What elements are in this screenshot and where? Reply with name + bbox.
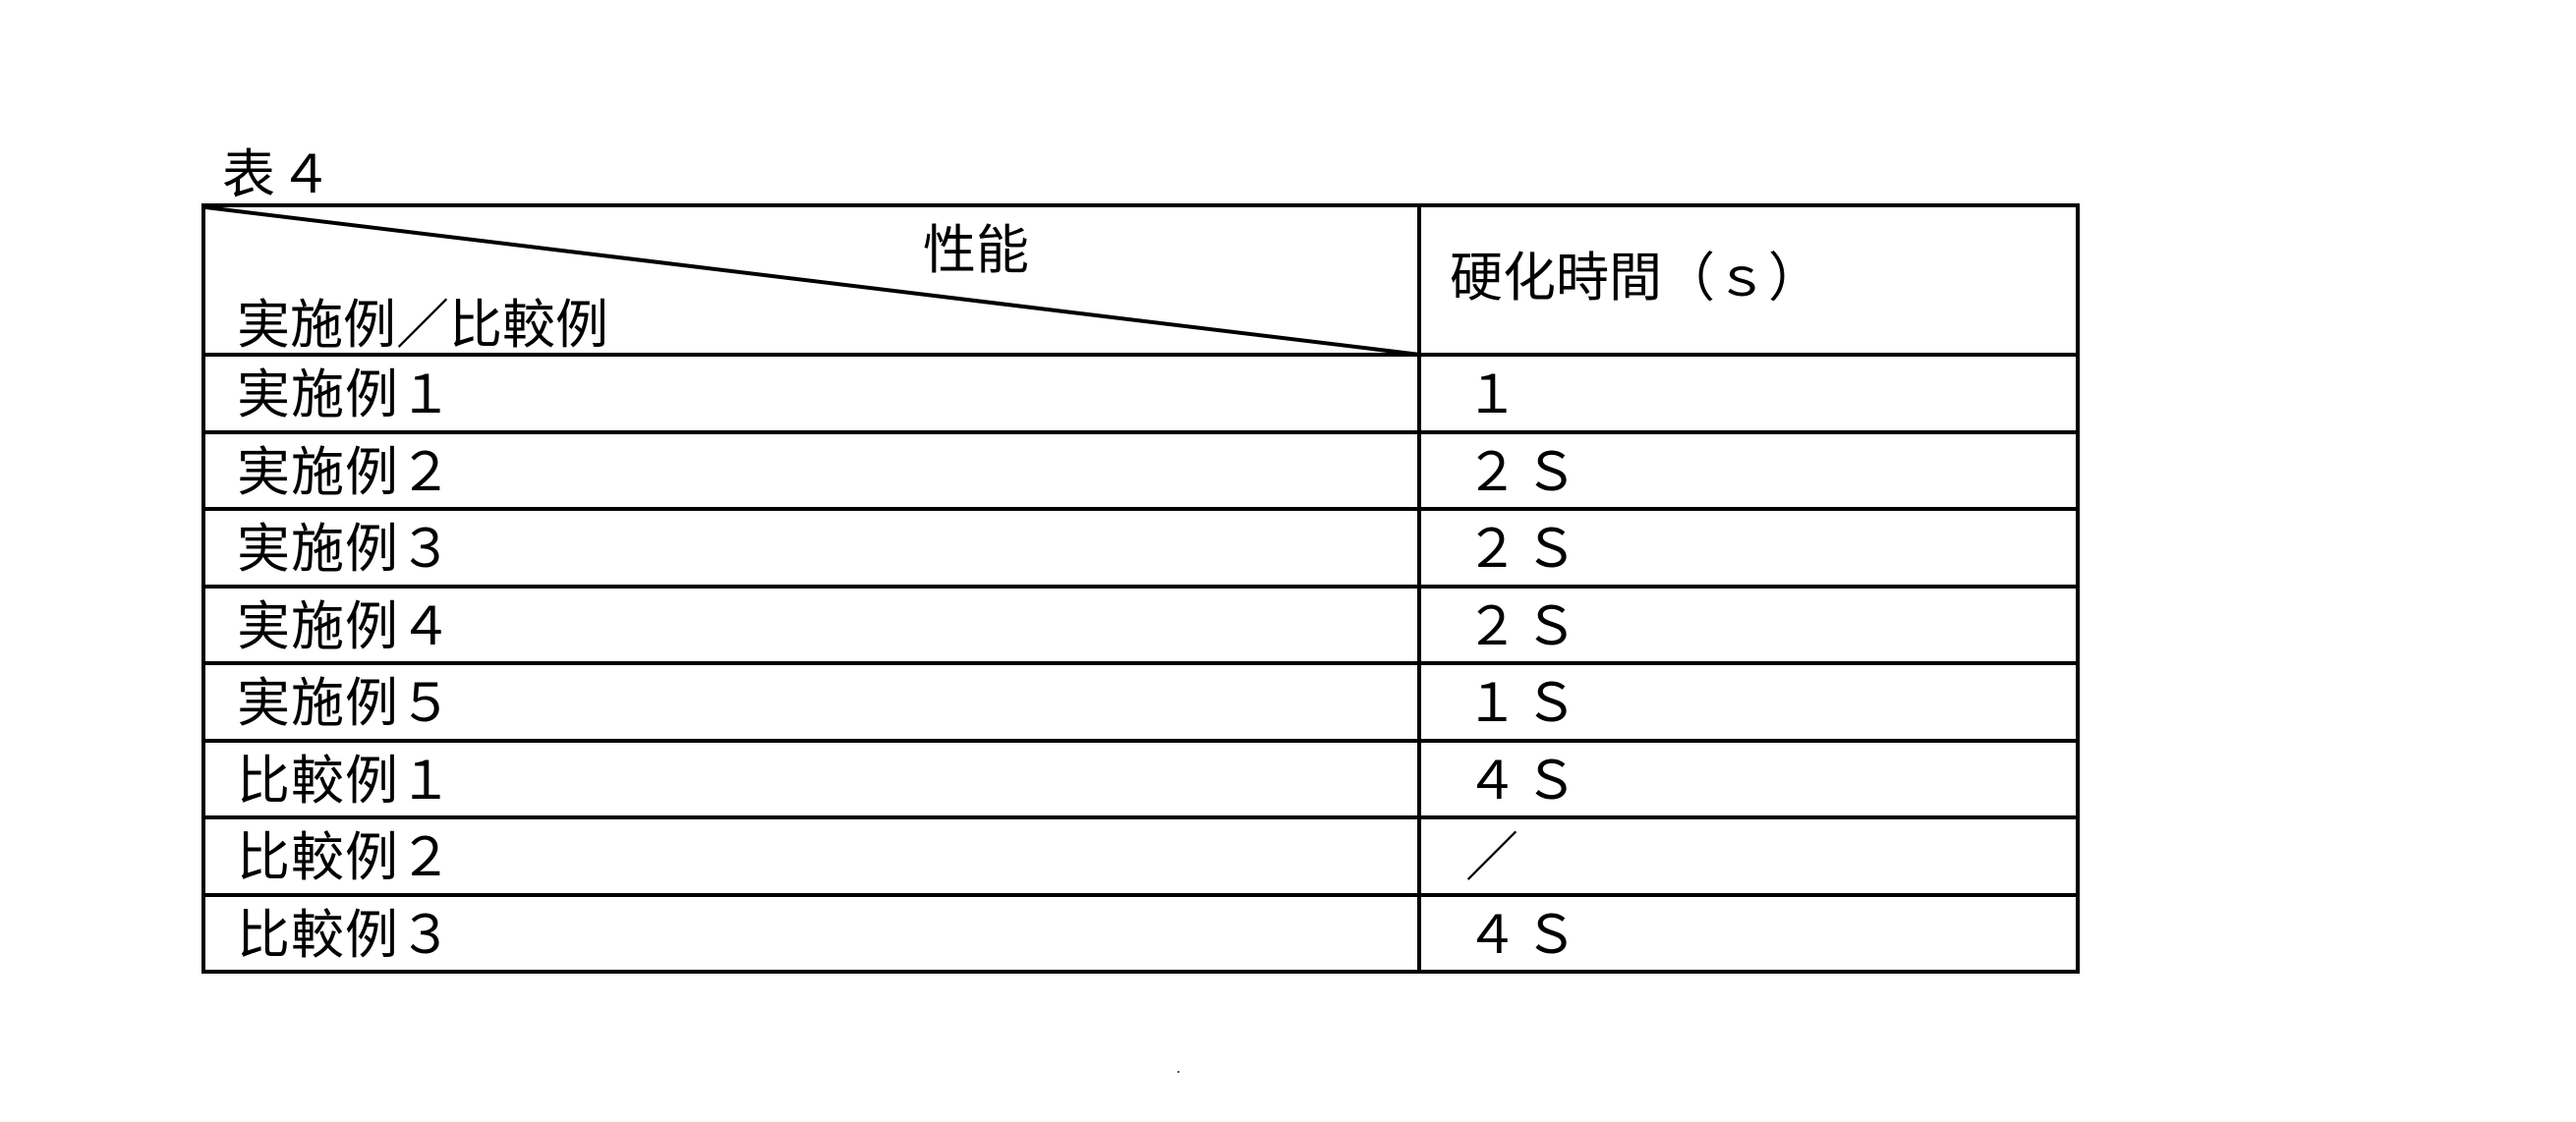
data-table: 性能 実施例／比較例 硬化時間（ｓ） 実施例１ １ 実施例２ ２Ｓ 実施例３ ２…: [201, 203, 2080, 974]
header-cure-time: 硬化時間（ｓ）: [1450, 247, 1821, 309]
table-row: 実施例２ ２Ｓ: [205, 434, 2076, 511]
table-caption: 表４: [222, 143, 336, 205]
header-property-label: 性能: [923, 219, 1029, 281]
table-row: 比較例３ ４Ｓ: [205, 897, 2076, 975]
row-label: 実施例３: [237, 518, 453, 580]
scan-speck: [1177, 1071, 1179, 1073]
cure-time-value: １Ｓ: [1465, 672, 1583, 734]
table-row: 実施例３ ２Ｓ: [205, 511, 2076, 589]
column-divider: [1417, 207, 1421, 970]
row-label: 実施例１: [237, 364, 453, 425]
row-label: 比較例２: [237, 826, 453, 888]
cure-time-value: １: [1465, 364, 1524, 425]
row-label: 実施例５: [237, 672, 453, 734]
row-label: 比較例１: [237, 749, 453, 812]
table-header-row: 性能 実施例／比較例 硬化時間（ｓ）: [205, 207, 2076, 357]
cure-time-value: ４Ｓ: [1465, 903, 1583, 966]
cure-time-value: ２Ｓ: [1465, 594, 1583, 657]
table-row: 実施例４ ２Ｓ: [205, 589, 2076, 665]
table-row: 比較例１ ４Ｓ: [205, 743, 2076, 819]
table-row: 実施例１ １: [205, 357, 2076, 434]
header-row-label: 実施例／比較例: [237, 294, 608, 356]
diagonal-header-divider: [205, 207, 1420, 355]
table-row: 実施例５ １Ｓ: [205, 665, 2076, 743]
cure-time-value: ／: [1465, 826, 1524, 888]
cure-time-value: ２Ｓ: [1465, 440, 1583, 503]
cure-time-value: ２Ｓ: [1465, 518, 1583, 580]
cure-time-value: ４Ｓ: [1465, 749, 1583, 812]
table-row: 比較例２ ／: [205, 819, 2076, 897]
row-label: 実施例４: [237, 594, 453, 657]
table-body: 実施例１ １ 実施例２ ２Ｓ 実施例３ ２Ｓ 実施例４ ２Ｓ 実施例５ １Ｓ 比…: [205, 357, 2076, 974]
row-label: 実施例２: [237, 440, 453, 503]
row-label: 比較例３: [237, 903, 453, 966]
